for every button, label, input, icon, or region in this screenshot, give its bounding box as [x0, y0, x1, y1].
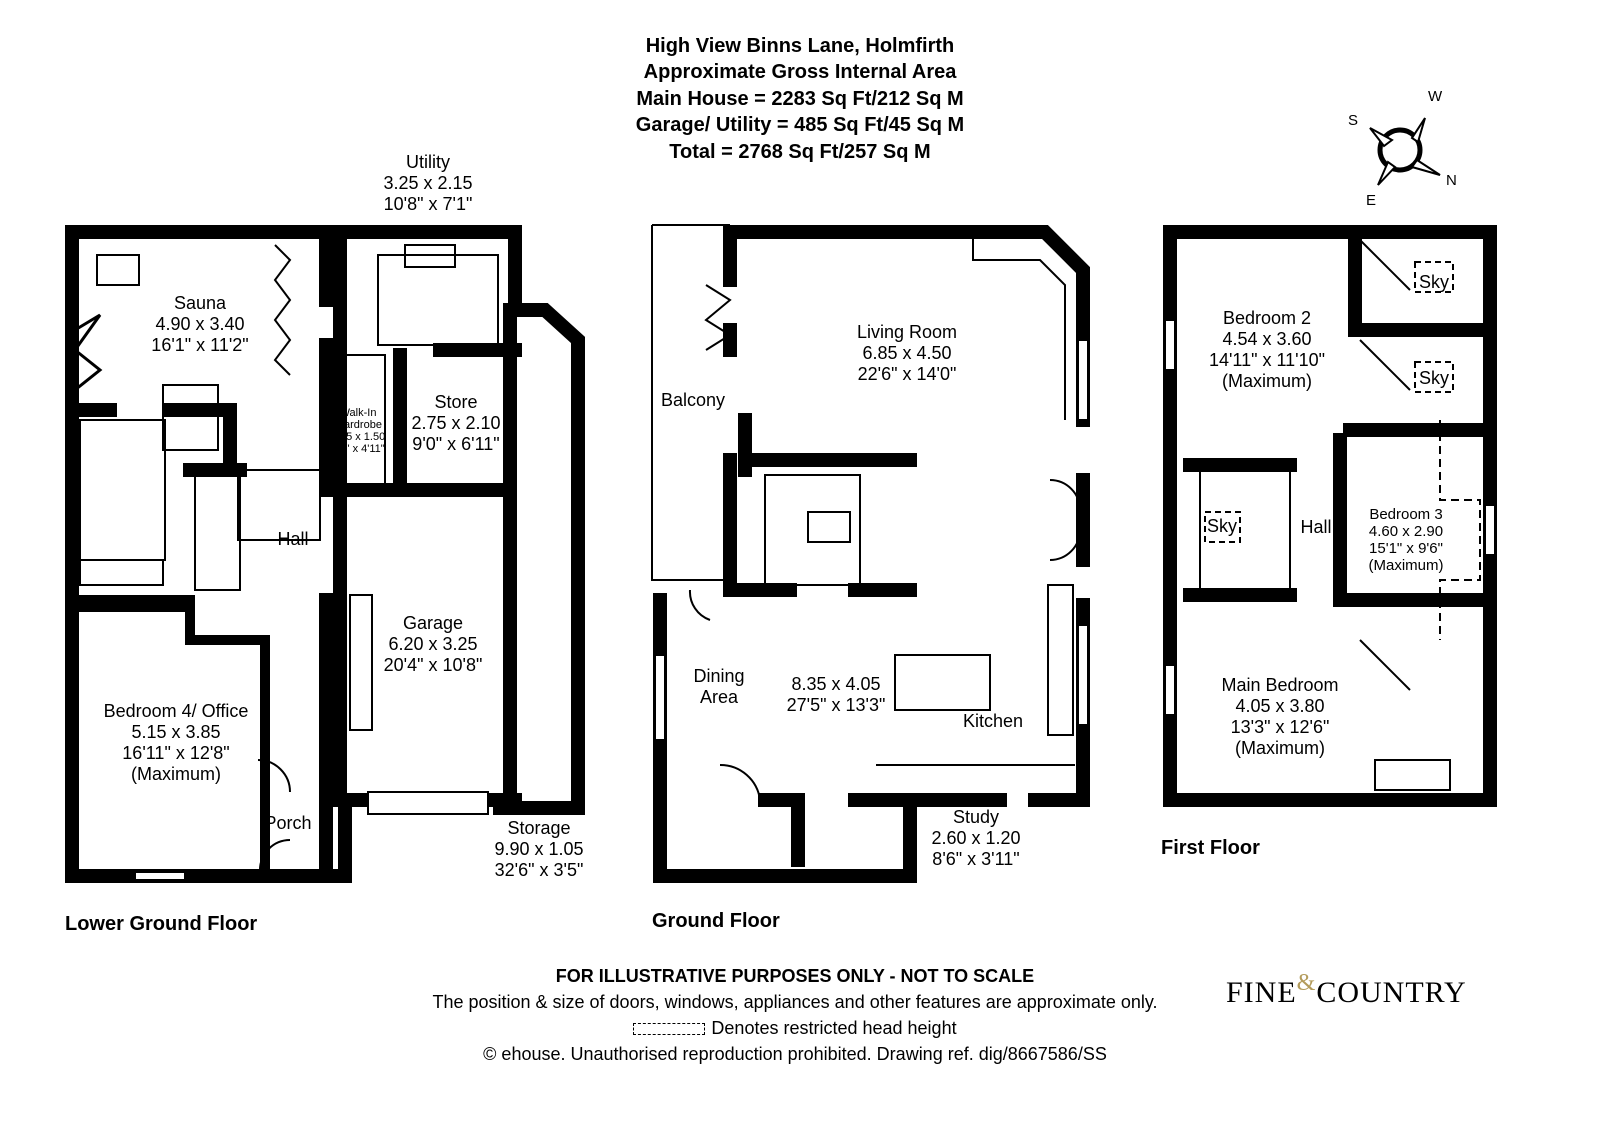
- compass-south: S: [1348, 112, 1359, 129]
- disclaimer: FOR ILLUSTRATIVE PURPOSES ONLY - NOT TO …: [555, 966, 1035, 986]
- room-kitchen: Kitchen: [962, 711, 1024, 731]
- logo-text-country: Country: [1316, 976, 1467, 1009]
- room-hall-first: Hall: [1300, 517, 1332, 537]
- room-hall-lower: Hall: [277, 529, 309, 549]
- lower-ground-fixtures: [72, 244, 499, 881]
- restricted-head-height-symbol: [633, 1023, 706, 1036]
- fine-and-country-logo: Fine&Country: [1226, 970, 1467, 1010]
- floor-title-first: First Floor: [1161, 837, 1260, 859]
- copyright: © ehouse. Unauthorised reproduction proh…: [483, 1044, 1107, 1064]
- garage-utility-area: Garage/ Utility = 485 Sq Ft/45 Sq M: [635, 114, 965, 136]
- area-heading: Approximate Gross Internal Area: [643, 61, 957, 83]
- main-house-area: Main House = 2283 Sq Ft/212 Sq M: [636, 88, 964, 110]
- skylight-2: Sky: [1418, 368, 1450, 388]
- floor-title-ground: Ground Floor: [652, 910, 780, 932]
- room-porch: Porch: [264, 813, 312, 833]
- floor-title-lower-ground: Lower Ground Floor: [65, 913, 258, 935]
- footer: FOR ILLUSTRATIVE PURPOSES ONLY - NOT TO …: [0, 963, 1590, 1067]
- ground-floor-fixtures: [651, 224, 1089, 801]
- plan-title: High View Binns Lane, Holmfirth: [645, 35, 955, 57]
- total-area: Total = 2768 Sq Ft/257 Sq M: [669, 141, 931, 163]
- balcony: Balcony: [660, 390, 726, 410]
- lower-ground-walls: [65, 225, 585, 883]
- position-note: The position & size of doors, windows, a…: [432, 992, 1158, 1012]
- skylight-1: Sky: [1418, 272, 1450, 292]
- logo-ampersand: &: [1296, 970, 1317, 996]
- compass-east: E: [1366, 192, 1377, 209]
- logo-text-fine: Fine: [1226, 976, 1297, 1009]
- restricted-legend-text: Denotes restricted head height: [711, 1018, 957, 1038]
- compass-north: N: [1446, 172, 1457, 189]
- skylight-3: Sky: [1206, 516, 1238, 536]
- compass-west: W: [1428, 88, 1443, 105]
- first-floor-fixtures: [1164, 239, 1496, 791]
- compass-icon: [1369, 117, 1441, 186]
- restricted-legend: Denotes restricted head height: [0, 1015, 1590, 1041]
